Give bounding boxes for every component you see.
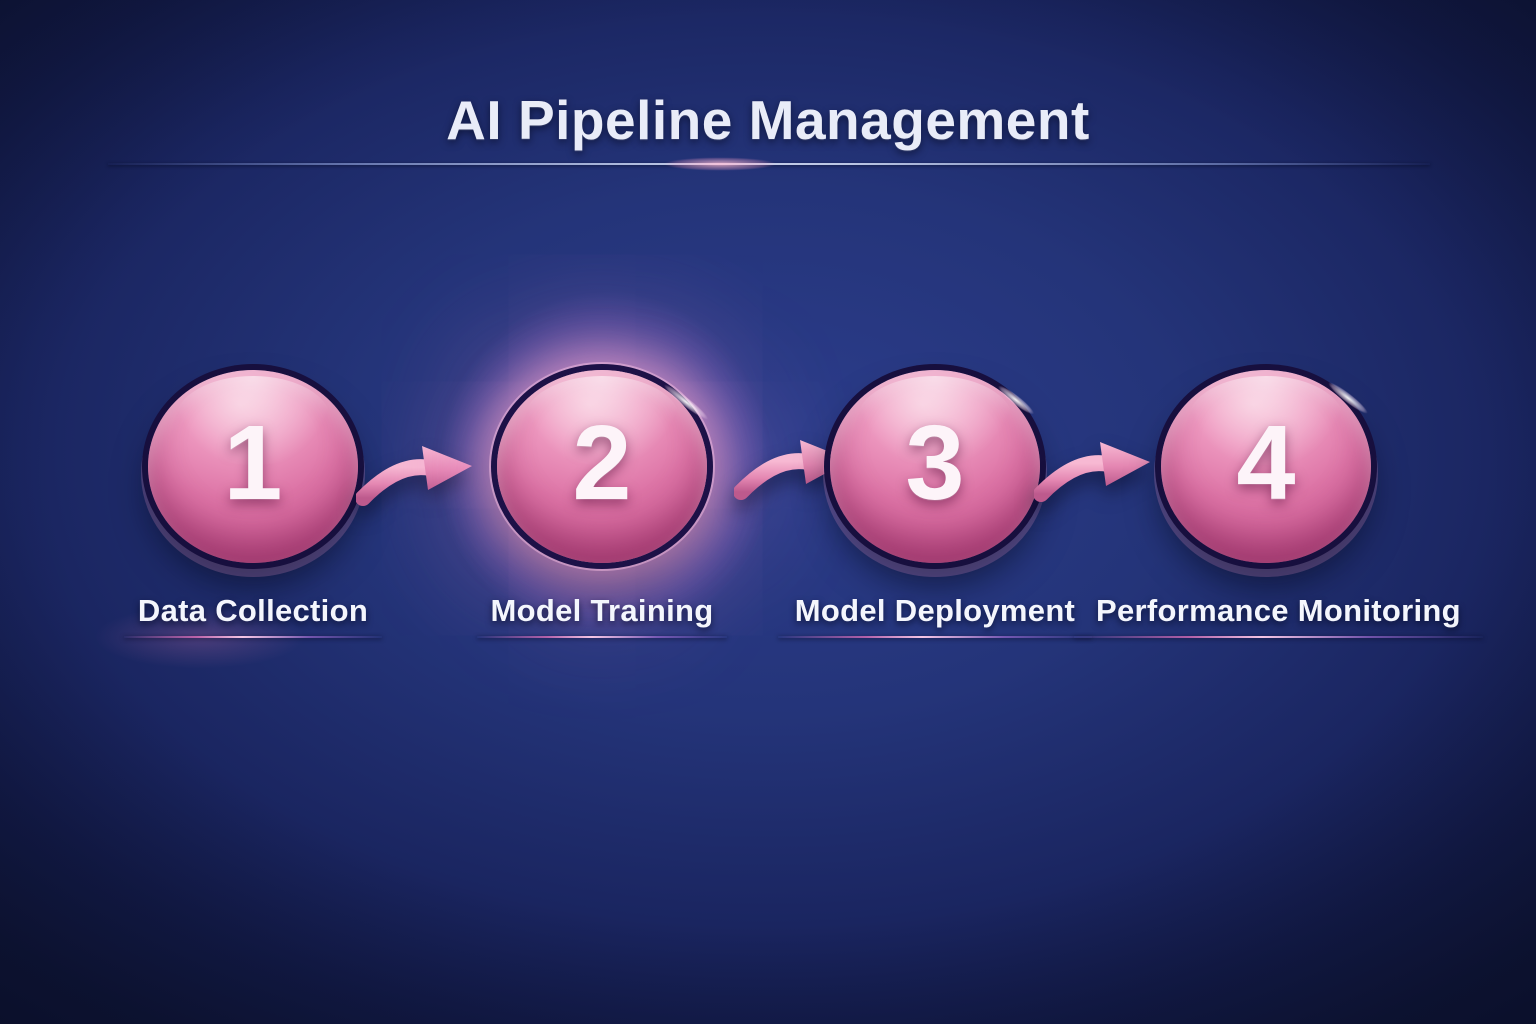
page-title: AI Pipeline Management (446, 89, 1090, 151)
step-label: Performance Monitoring (1096, 593, 1461, 628)
step-number: 3 (905, 404, 965, 522)
step-circle-4: 4 (1161, 370, 1378, 563)
step-label: Model Training (490, 593, 714, 628)
pipeline-step-performance-monitoring: 4 Performance Monitoring (1074, 358, 1483, 638)
step-label-underline (124, 636, 382, 638)
step-label: Model Deployment (794, 593, 1076, 628)
step-label-underline (777, 636, 1093, 638)
step-circle-1: 1 (148, 370, 358, 563)
step-number: 1 (223, 404, 283, 522)
title-divider (108, 163, 1430, 165)
step-number: 4 (1236, 404, 1296, 522)
step-number: 2 (572, 404, 632, 522)
step-label-underline (1074, 636, 1483, 638)
step-circle-2-active: 2 (497, 370, 719, 563)
step-label-underline (477, 636, 727, 638)
pipeline-step-model-training: 2 Model Training (432, 358, 772, 638)
step-circle-3: 3 (830, 370, 1044, 563)
step-label: Data Collection (137, 593, 369, 628)
